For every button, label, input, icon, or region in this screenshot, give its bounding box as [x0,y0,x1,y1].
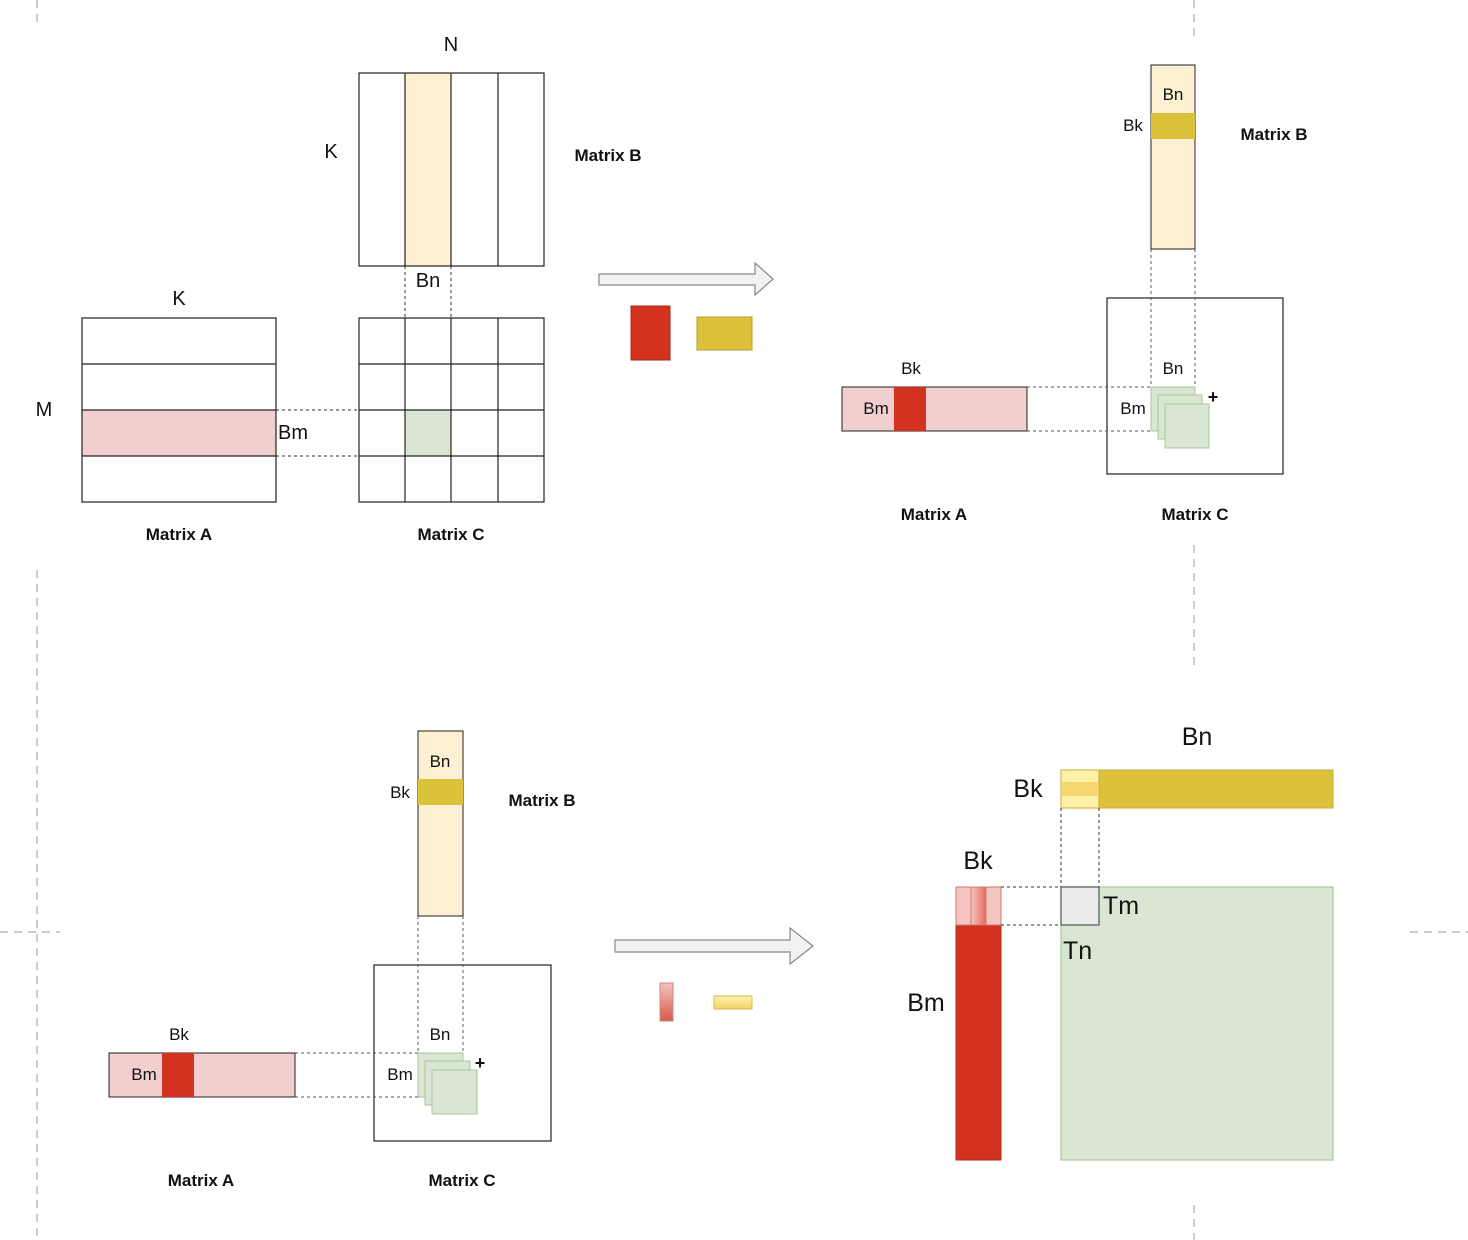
matrix-a-3 [108,1052,296,1098]
b-block-strip [1060,769,1334,809]
matrix-b-title-3: Matrix B [508,791,575,810]
bm-label-a2: Bm [863,399,889,418]
projection-lines-2 [1027,249,1196,432]
bn-label-4: Bn [1182,723,1213,751]
a-thread-fragment [955,886,1002,926]
matrix-b-2 [1150,64,1196,250]
bk-label-4-left: Bk [963,847,993,875]
c-accumulator-stack-2 [1150,386,1210,449]
matrix-b-title-2: Matrix B [1240,125,1307,144]
panel-2-block-tiles: Bn Bk Matrix B Bk Bm Bn Bm + Matrix A Ma… [841,64,1308,524]
bk-label-b3: Bk [390,783,410,802]
bn-label-c3: Bn [430,1025,451,1044]
bm-label-c3: Bm [387,1065,413,1084]
tm-label: Tm [1103,892,1139,920]
panel-3-block-tiles: Bn Bk Matrix B Bk Bm Bn Bm + Matrix A Ma… [108,730,576,1190]
m-label: M [36,399,53,421]
k-label-a: K [172,288,186,310]
b-tile-swatch-1 [696,316,753,351]
bn-label-c2: Bn [1163,359,1184,378]
bm-label-a3: Bm [131,1065,157,1084]
matrix-a-title-3: Matrix A [168,1171,234,1190]
bm-label-4: Bm [907,989,945,1017]
a-tile-swatch-1 [630,305,671,361]
bn-label: Bn [416,270,440,292]
matrix-c-title-3: Matrix C [428,1171,495,1190]
arrow-1 [598,261,774,297]
tn-label: Tn [1063,937,1092,965]
panel-4-thread-tiles: Bn Bk Bk Bm Tm Tn [907,723,1334,1161]
projection-lines-4 [1001,808,1100,926]
panel-1-full-matrices: N K K M Bn Bm Matrix A Matrix B Matrix C [36,34,642,544]
matrix-a-2 [841,386,1028,432]
bn-label-b2: Bn [1163,85,1184,104]
bk-label-b2: Bk [1123,116,1143,135]
bk-label-a3: Bk [169,1025,189,1044]
k-label-b: K [324,141,338,163]
c-accumulator-stack-3 [417,1052,478,1115]
projection-lines-1 [276,266,452,457]
matrix-b-3 [417,730,464,917]
bk-label-4-top: Bk [1013,775,1043,803]
matrix-c-1 [358,317,545,503]
a-block-strip [955,886,1002,1161]
bn-label-b3: Bn [430,752,451,771]
matrix-b-1 [358,72,545,267]
matrix-c-title: Matrix C [417,525,484,544]
c-block-tile [1060,886,1334,1161]
arrow-2 [614,926,814,966]
bm-label: Bm [278,422,308,444]
bk-label-a2: Bk [901,359,921,378]
matrix-a-1 [81,317,277,503]
b-thread-swatch [713,995,753,1010]
plus-sign-3: + [475,1053,486,1073]
plus-sign-2: + [1208,387,1219,407]
projection-lines-3 [295,916,464,1098]
b-thread-fragment [1060,769,1100,809]
matrix-b-title: Matrix B [574,146,641,165]
a-thread-swatch [659,982,674,1022]
n-label: N [444,34,458,56]
matrix-a-title-2: Matrix A [901,505,967,524]
matrix-a-title: Matrix A [146,525,212,544]
matrix-c-title-2: Matrix C [1161,505,1228,524]
bm-label-c2: Bm [1120,399,1146,418]
c-thread-tile [1060,886,1100,926]
